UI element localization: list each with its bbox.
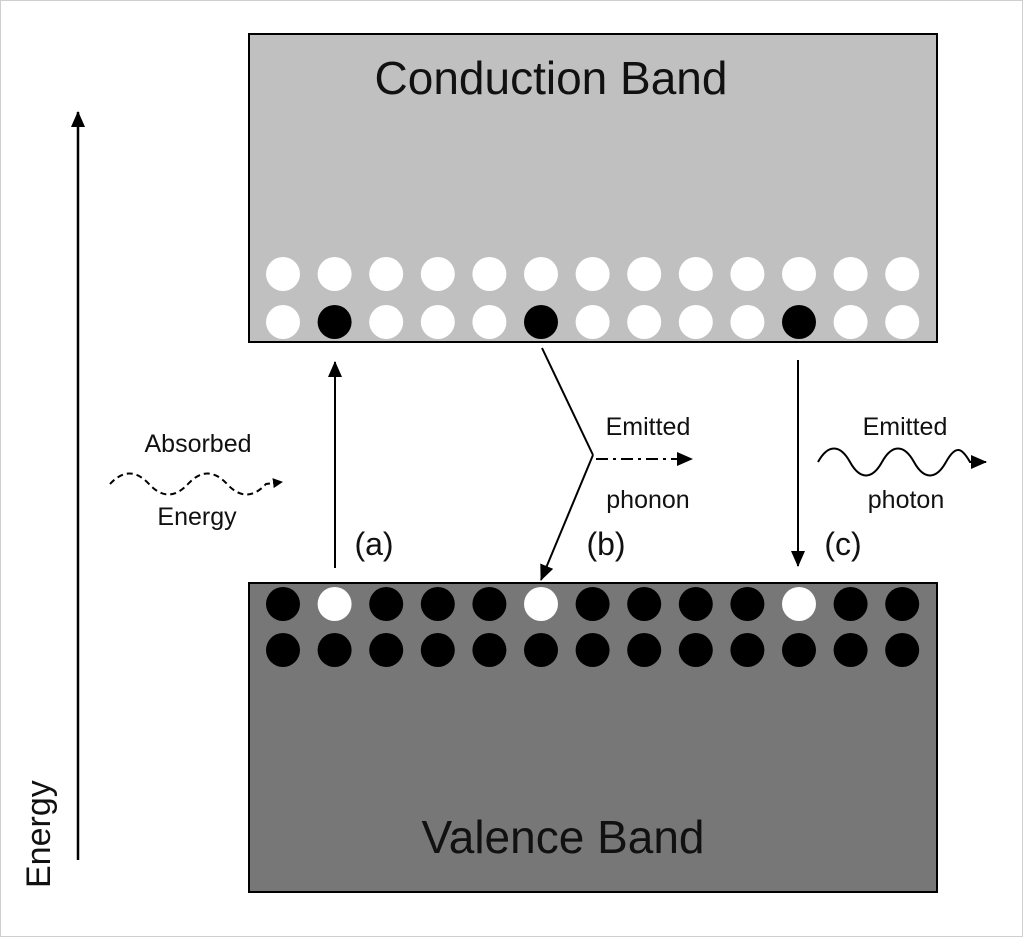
valence-band-title: Valence Band bbox=[421, 811, 704, 863]
hole-cb-r1-c4 bbox=[420, 257, 455, 291]
electron-vb-r2-c8 bbox=[627, 633, 662, 667]
hole-cb-r2-c5 bbox=[472, 305, 507, 339]
hole-cb-r1-c12 bbox=[833, 257, 868, 291]
electron-vb-r2-c13 bbox=[885, 633, 920, 667]
electron-vb-r1-c3 bbox=[369, 587, 404, 621]
electron-cb-r2-c2 bbox=[317, 305, 352, 339]
hole-vb-r1-c6 bbox=[524, 587, 558, 621]
hole-vb-r1-c11 bbox=[782, 587, 816, 621]
hole-cb-r1-c5 bbox=[472, 257, 507, 291]
electron-cb-r2-c11 bbox=[782, 305, 816, 339]
conduction-band-states bbox=[266, 257, 920, 339]
conduction-band-title: Conduction Band bbox=[375, 52, 728, 104]
electron-cb-r2-c6 bbox=[524, 305, 558, 339]
hole-cb-r2-c3 bbox=[369, 305, 404, 339]
electron-vb-r1-c13 bbox=[885, 587, 920, 621]
valence-band-states bbox=[266, 587, 920, 667]
hole-cb-r2-c1 bbox=[266, 305, 300, 339]
electron-vb-r1-c8 bbox=[627, 587, 662, 621]
electron-vb-r2-c12 bbox=[833, 633, 868, 667]
process-b-arrow-return bbox=[540, 454, 594, 581]
photon-emission-wave bbox=[817, 447, 987, 477]
electron-vb-r2-c4 bbox=[420, 633, 455, 667]
energy-axis-label: Energy bbox=[20, 780, 58, 888]
electron-vb-r2-c3 bbox=[369, 633, 404, 667]
hole-cb-r2-c13 bbox=[885, 305, 920, 339]
absorbed-energy-wave bbox=[109, 472, 283, 496]
hole-cb-r1-c6 bbox=[524, 257, 558, 291]
electron-vb-r2-c9 bbox=[678, 633, 713, 667]
hole-cb-r1-c2 bbox=[317, 257, 352, 291]
hole-cb-r2-c7 bbox=[575, 305, 610, 339]
hole-cb-r1-c7 bbox=[575, 257, 610, 291]
hole-cb-r1-c10 bbox=[730, 257, 765, 291]
absorbed-label-line2: Energy bbox=[157, 503, 237, 531]
hole-cb-r1-c13 bbox=[885, 257, 920, 291]
electron-vb-r2-c5 bbox=[472, 633, 507, 667]
photon-label-line1: Emitted bbox=[863, 413, 948, 441]
photon-label-line2: photon bbox=[868, 486, 944, 514]
hole-cb-r2-c8 bbox=[627, 305, 662, 339]
hole-cb-r1-c9 bbox=[678, 257, 713, 291]
phonon-label-line2: phonon bbox=[606, 486, 689, 514]
electron-vb-r1-c1 bbox=[266, 587, 300, 621]
process-a-label: (a) bbox=[354, 526, 393, 562]
electron-vb-r1-c12 bbox=[833, 587, 868, 621]
electron-vb-r2-c7 bbox=[575, 633, 610, 667]
hole-cb-r1-c1 bbox=[266, 257, 300, 291]
electron-vb-r1-c9 bbox=[678, 587, 713, 621]
electron-vb-r2-c2 bbox=[317, 633, 352, 667]
process-c-label: (c) bbox=[824, 526, 861, 562]
process-b-arrow-down bbox=[541, 347, 594, 456]
absorbed-label-line1: Absorbed bbox=[144, 430, 251, 458]
electron-vb-r2-c1 bbox=[266, 633, 300, 667]
hole-cb-r2-c12 bbox=[833, 305, 868, 339]
electron-vb-r1-c10 bbox=[730, 587, 765, 621]
electron-vb-r1-c7 bbox=[575, 587, 610, 621]
hole-cb-r2-c4 bbox=[420, 305, 455, 339]
hole-cb-r1-c8 bbox=[627, 257, 662, 291]
hole-cb-r2-c10 bbox=[730, 305, 765, 339]
electron-vb-r1-c5 bbox=[472, 587, 507, 621]
electron-vb-r2-c11 bbox=[782, 633, 816, 667]
hole-cb-r1-c3 bbox=[369, 257, 404, 291]
hole-cb-r1-c11 bbox=[782, 257, 816, 291]
electron-vb-r1-c4 bbox=[420, 587, 455, 621]
electron-vb-r2-c6 bbox=[524, 633, 558, 667]
phonon-label-line1: Emitted bbox=[606, 413, 691, 441]
hole-cb-r2-c9 bbox=[678, 305, 713, 339]
electron-vb-r2-c10 bbox=[730, 633, 765, 667]
hole-vb-r1-c2 bbox=[317, 587, 352, 621]
process-b-label: (b) bbox=[586, 526, 625, 562]
